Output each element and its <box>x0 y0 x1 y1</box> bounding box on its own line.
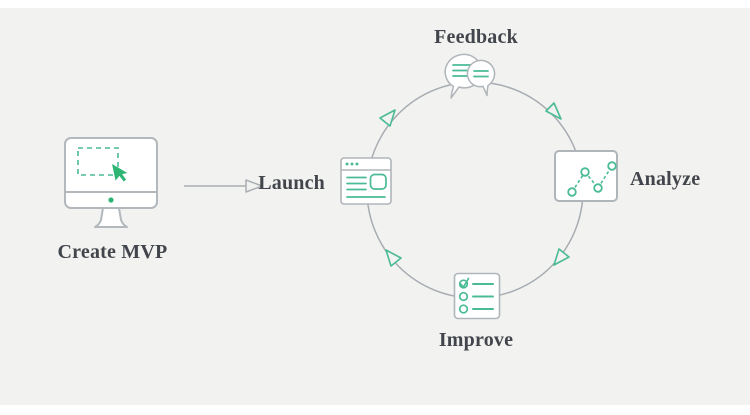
diagram-background: Create MVP Launch Feedback Analyze Impro… <box>0 8 750 405</box>
stage-label-feedback: Feedback <box>434 26 518 48</box>
connector-arrow <box>184 179 263 193</box>
arrowhead-launch-to-feedback <box>379 109 396 127</box>
stage-label-analyze: Analyze <box>630 168 701 190</box>
arrowhead-analyze-to-improve <box>553 248 570 266</box>
chat-bubble-small <box>466 59 496 97</box>
cursor-pointer <box>112 164 128 182</box>
stage-label-create-mvp: Create MVP <box>57 241 168 263</box>
power-dot <box>108 197 114 203</box>
dotted-line-chart-icon <box>554 150 618 202</box>
checklist-icon <box>453 272 501 320</box>
chat-bubbles-icon <box>444 53 496 99</box>
check-mark <box>459 277 470 288</box>
monitor-stand <box>94 207 128 228</box>
browser-window-icon <box>340 157 392 205</box>
desktop-monitor-cursor-icon <box>64 137 158 228</box>
dashed-selection-rect <box>77 147 119 176</box>
cycle-arrowheads <box>379 102 570 267</box>
arrowhead-feedback-to-analyze <box>545 102 562 120</box>
stage-label-improve: Improve <box>438 329 514 351</box>
stage-label-launch: Launch <box>258 172 325 194</box>
arrowhead-improve-to-launch <box>385 249 402 267</box>
cycle-circle <box>366 81 584 299</box>
